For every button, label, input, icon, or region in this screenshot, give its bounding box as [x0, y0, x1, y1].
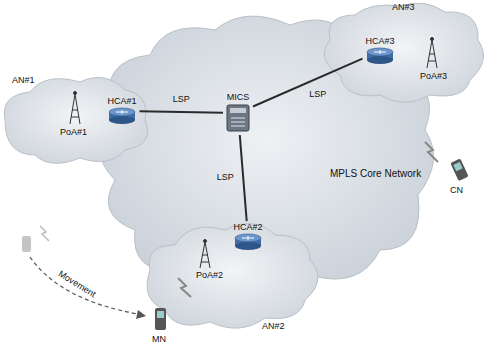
- access-cloud: [4, 78, 147, 164]
- area-label: Movement: [55, 269, 98, 301]
- area-label: PoA#3: [420, 72, 447, 82]
- link-label: LSP: [217, 173, 234, 183]
- movement-arrowhead: [136, 310, 146, 319]
- area-label: AN#3: [392, 3, 415, 13]
- node-label: HCA#2: [232, 223, 263, 233]
- movement-arrow: [30, 257, 138, 314]
- access-cloud: [324, 3, 483, 102]
- wireless-signal: [425, 142, 438, 162]
- link-line: [253, 59, 362, 107]
- area-label: CN: [450, 186, 463, 196]
- link-label: LSP: [173, 95, 190, 105]
- area-label: PoA#2: [196, 271, 223, 281]
- link-label: LSP: [309, 90, 326, 100]
- lsp-link: [140, 111, 224, 112]
- wireless-signal: [178, 278, 191, 297]
- node-label: HCA#1: [106, 97, 137, 107]
- link-line: [240, 135, 247, 221]
- router-icon: [365, 47, 395, 65]
- wireless-signal: [40, 226, 49, 241]
- area-label: AN#1: [12, 76, 35, 86]
- router-node: HCA#2: [232, 223, 263, 251]
- router-node: HCA#1: [106, 97, 137, 125]
- antenna-tower: [200, 240, 210, 269]
- switch-node: MICS: [225, 93, 251, 133]
- mobile-phone: [155, 308, 166, 330]
- mobile-phone: [450, 158, 468, 181]
- area-label: MN: [152, 335, 166, 345]
- link-line: [140, 111, 224, 112]
- area-label: MPLS Core Network: [330, 168, 421, 179]
- area-label: PoA#1: [60, 128, 87, 138]
- router-node: HCA#3: [364, 37, 395, 65]
- node-label: HCA#3: [364, 37, 395, 47]
- router-icon: [233, 233, 263, 251]
- area-label: AN#2: [262, 322, 285, 332]
- node-label: MICS: [226, 93, 251, 103]
- mobile-phone: [22, 236, 31, 252]
- lsp-link: [253, 59, 362, 107]
- router-icon: [107, 107, 137, 125]
- access-cloud: [147, 224, 318, 329]
- lsp-link: [240, 135, 247, 221]
- switch-icon: [225, 103, 251, 133]
- antenna-tower: [427, 38, 437, 69]
- antenna-tower: [70, 92, 80, 125]
